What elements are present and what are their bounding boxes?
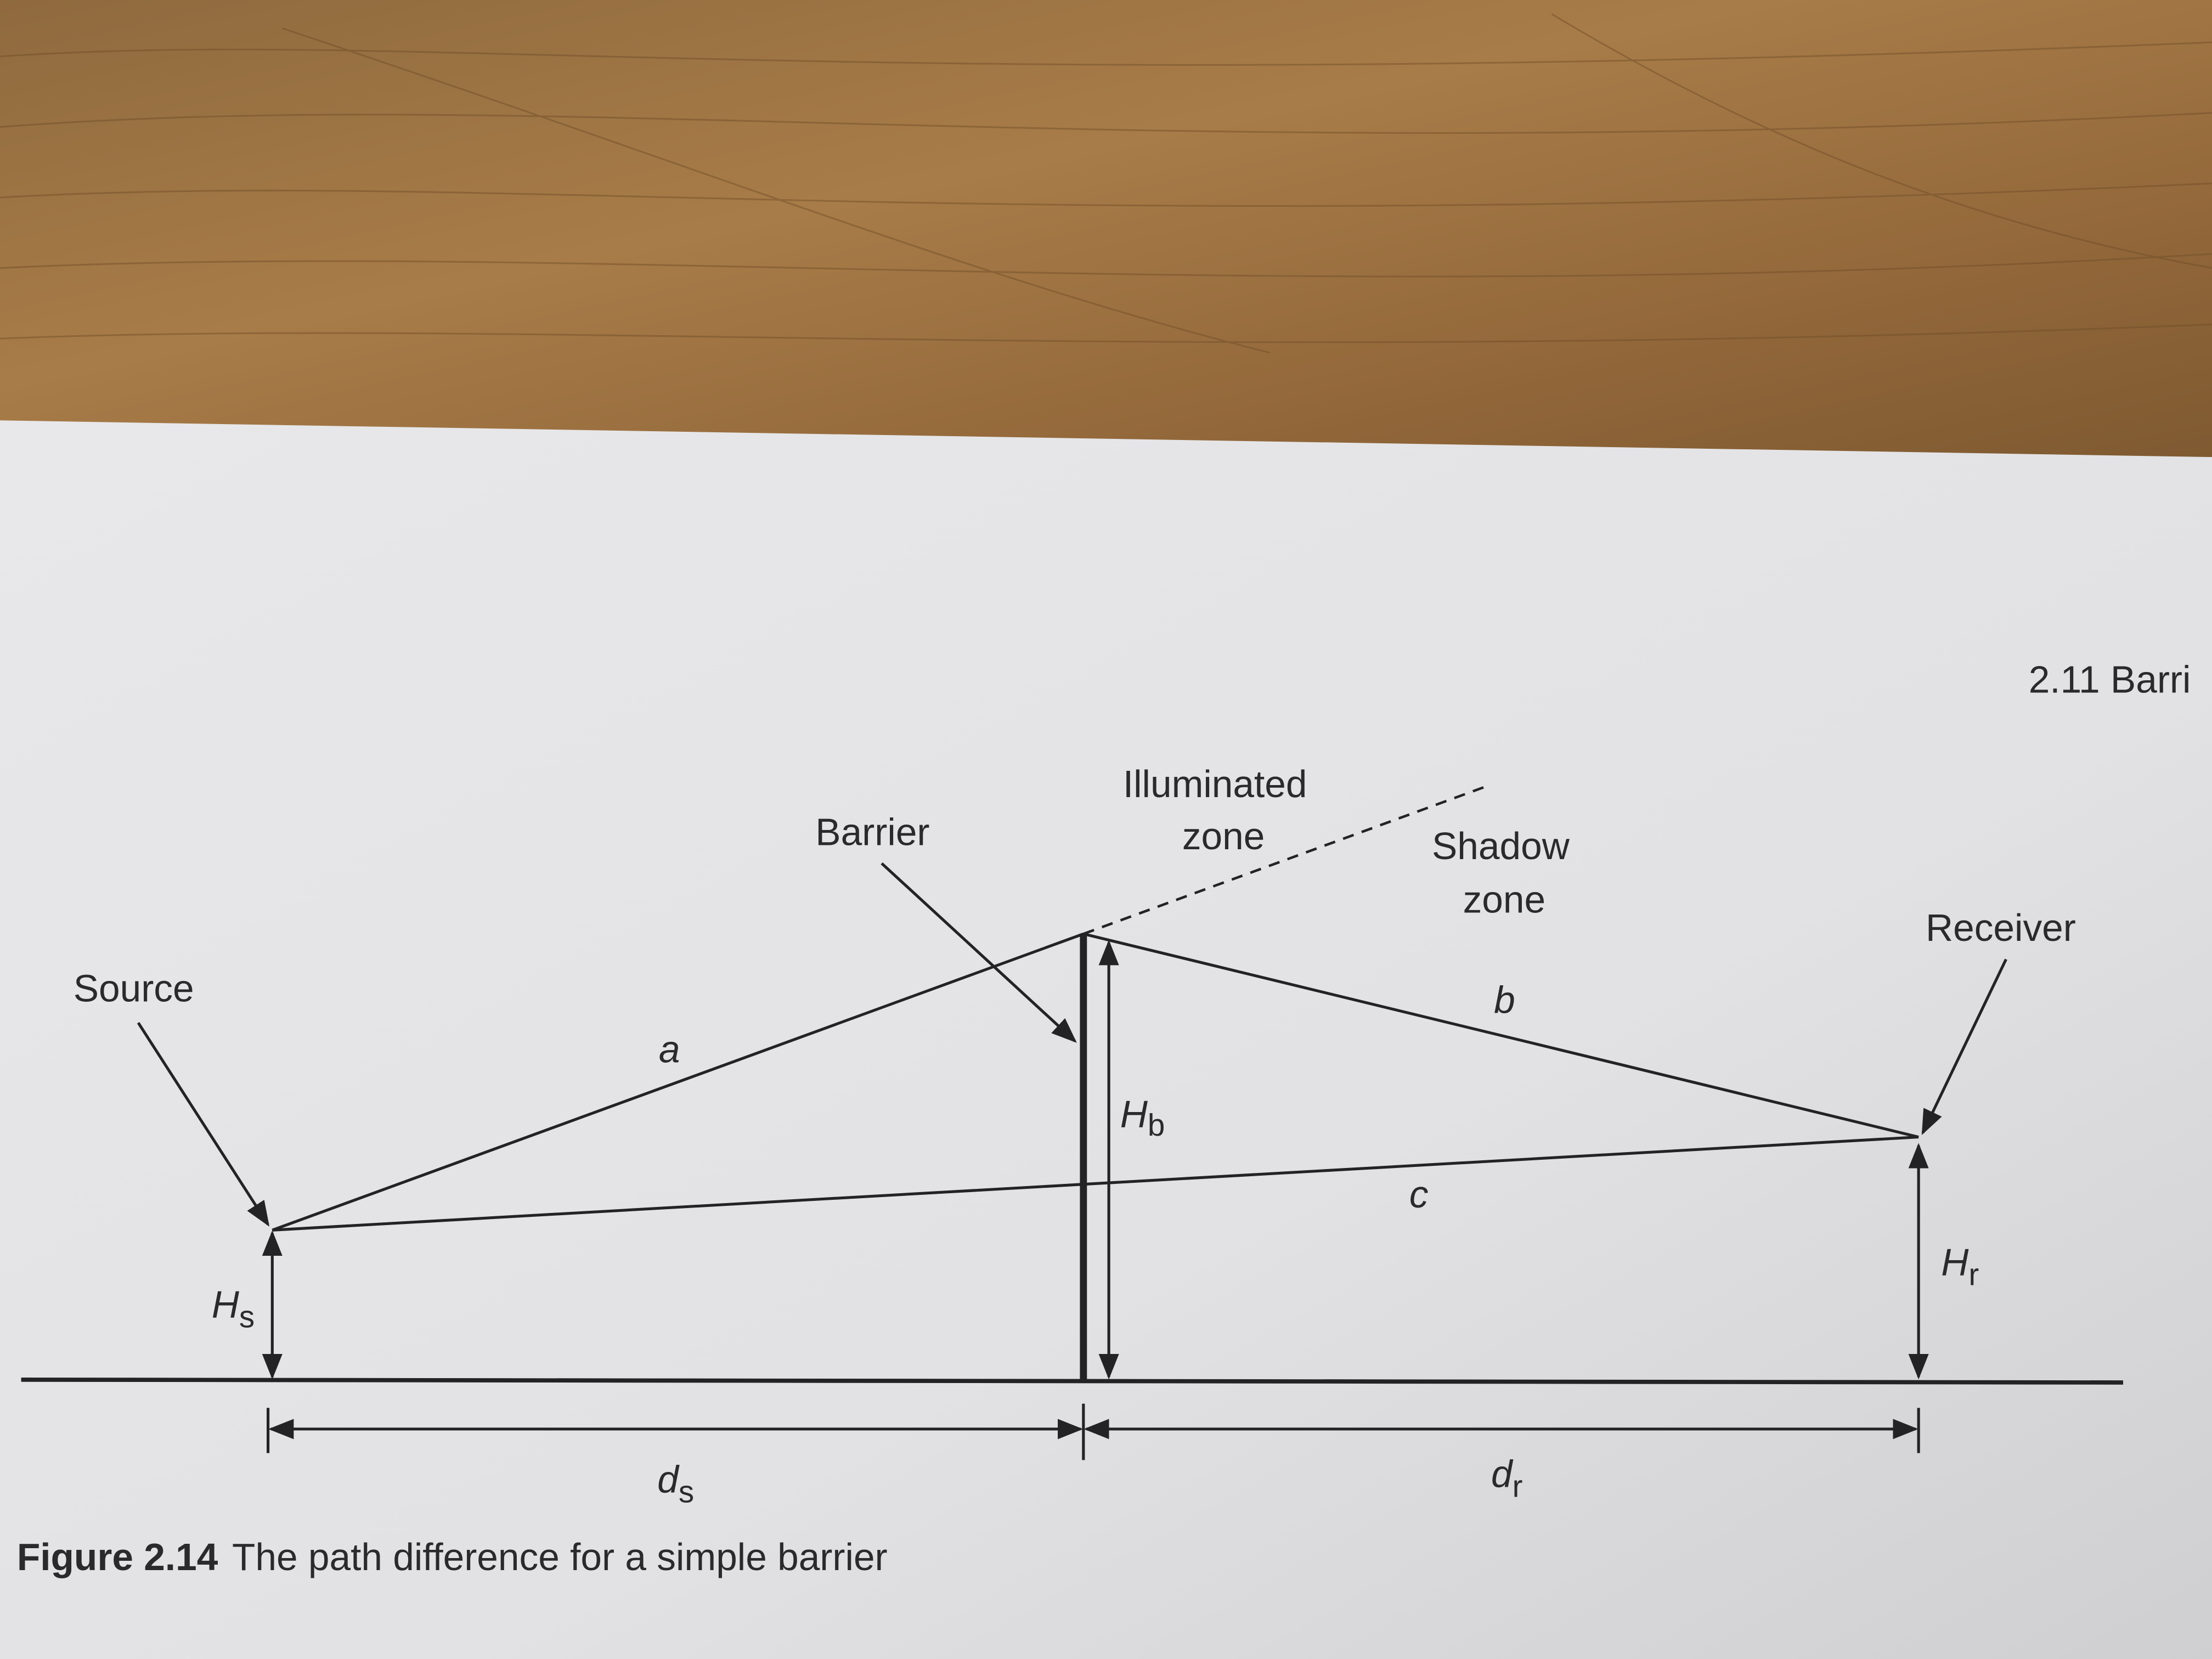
barrier-pointer-arrow — [881, 862, 1077, 1043]
hs-label: Hs — [212, 1283, 255, 1334]
path-a-line — [272, 932, 1084, 1232]
source-label: Source — [74, 967, 194, 1010]
dimension-ticks — [267, 1403, 1920, 1460]
illuminated-zone-label-line1: Illuminated — [1123, 763, 1307, 805]
illuminated-zone-label-line2: zone — [1182, 815, 1265, 857]
shadow-zone-label-line1: Shadow — [1432, 825, 1570, 867]
barrier-label: Barrier — [815, 810, 929, 853]
receiver-label: Receiver — [1926, 906, 2076, 949]
ds-label: ds — [657, 1458, 694, 1509]
running-header: 2.11 Barri — [2029, 658, 2191, 701]
shadow-zone-label-line2: zone — [1463, 878, 1546, 921]
path-b-line — [1083, 932, 1919, 1139]
dr-label: dr — [1491, 1452, 1522, 1503]
hr-label: Hr — [1941, 1241, 1979, 1292]
source-pointer-arrow — [137, 1022, 270, 1227]
wooden-table — [0, 0, 2212, 480]
book-page — [0, 420, 2212, 1659]
ground-line — [21, 1378, 2124, 1385]
receiver-pointer-arrow — [1921, 958, 2007, 1136]
wood-grain — [0, 13, 2212, 354]
path-c-label: c — [1409, 1173, 1429, 1216]
path-b-label: b — [1494, 978, 1515, 1021]
shadow-boundary-dashed-line — [1083, 786, 1485, 935]
hb-label: Hb — [1120, 1093, 1165, 1142]
path-c-line — [272, 1136, 1919, 1232]
path-a-label: a — [659, 1028, 680, 1070]
